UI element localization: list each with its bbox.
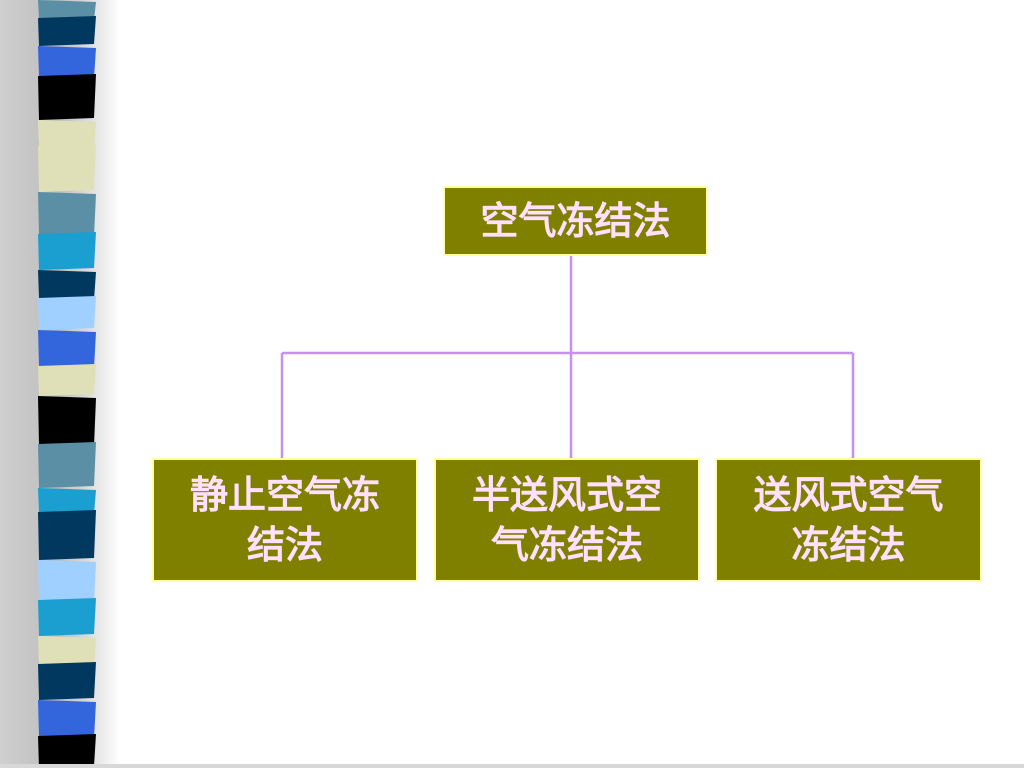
- stripe-block: [38, 396, 96, 446]
- stripe-block: [38, 734, 96, 768]
- stripe-block: [38, 120, 96, 148]
- stripe-block: [38, 442, 96, 488]
- stripe-block: [38, 662, 96, 700]
- stripe-block: [38, 0, 96, 20]
- child-node-semi-blast-air-freezing: 半送风式空 气冻结法: [434, 458, 700, 582]
- stripe-block: [38, 598, 96, 636]
- root-node-label: 空气冻结法: [480, 199, 671, 243]
- child-node-1-line-2: 结法: [246, 523, 323, 567]
- child-node-static-air-freezing: 静止空气冻 结法: [152, 458, 418, 582]
- child-node-2-line-2: 气冻结法: [490, 523, 643, 567]
- child-node-blast-air-freezing: 送风式空气 冻结法: [715, 458, 982, 582]
- bottom-divider: [0, 764, 1024, 768]
- stripe-block: [38, 270, 96, 300]
- stripe-block: [38, 16, 96, 46]
- stripe-block: [38, 46, 96, 78]
- stripe-block: [38, 144, 96, 192]
- stripe-block: [38, 232, 96, 270]
- stripe-block: [38, 636, 96, 666]
- child-node-3-line-1: 送风式空气: [753, 473, 944, 517]
- root-node: 空气冻结法: [443, 186, 708, 256]
- stripe-block: [38, 510, 96, 560]
- child-node-2-line-1: 半送风式空: [471, 473, 662, 517]
- stripe-block: [38, 192, 96, 236]
- stripe-block: [38, 296, 96, 330]
- stripe-block: [38, 700, 96, 738]
- stripe-block: [38, 364, 96, 396]
- stripe-block: [38, 74, 96, 120]
- stripe-blocks: [38, 0, 96, 768]
- stripe-block: [38, 560, 96, 602]
- child-node-1-line-1: 静止空气冻: [189, 473, 380, 517]
- child-node-3-line-2: 冻结法: [791, 523, 906, 567]
- stripe-block: [38, 488, 96, 514]
- stripe-block: [38, 330, 96, 368]
- decorative-stripe-band: [0, 0, 120, 768]
